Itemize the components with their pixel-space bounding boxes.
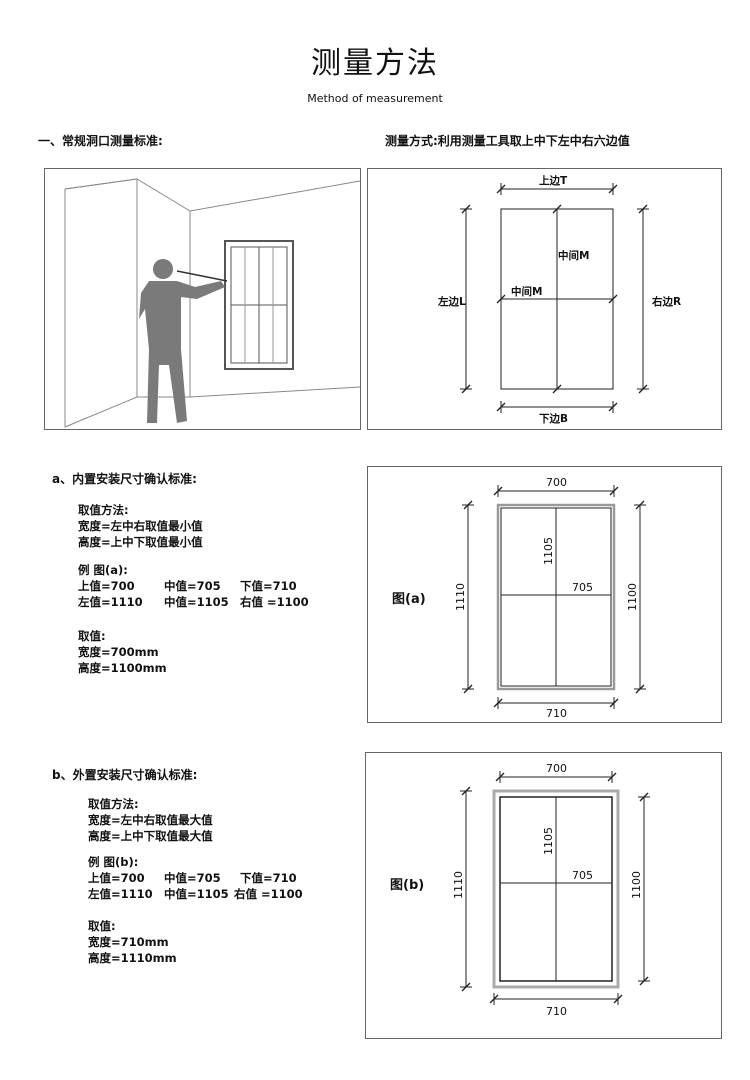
example-cell: 下值=710 — [240, 579, 297, 593]
six-side-diagram-panel: 上边T 下边B 左边L 右边R 中间M 中间M — [367, 168, 722, 430]
section-a-heading: a、内置安装尺寸确认标准: — [52, 472, 197, 486]
dim-middle-vertical: 1105 — [542, 537, 555, 565]
room-illustration — [64, 178, 361, 428]
dim-left: 1110 — [452, 871, 465, 899]
figure-a-diagram: 图(a) 700 710 705 1110 1105 1100 — [392, 476, 646, 720]
section-a-result-title: 取值: — [78, 629, 106, 643]
dim-right: 1100 — [630, 871, 643, 899]
example-cell: 右值 =1100 — [234, 887, 303, 901]
figure-b-label: 图(b) — [390, 878, 424, 893]
figure-b-panel: 图(b) 700 710 705 1110 1105 1100 — [365, 752, 722, 1039]
dim-left: 1110 — [454, 583, 467, 611]
section-a-method-line: 宽度=左中右取值最小值 — [78, 519, 203, 533]
dim-top: 700 — [546, 762, 567, 775]
section-b-text: 取值方法: 宽度=左中右取值最大值 高度=上中下取值最大值 例 图(b): 上值… — [88, 796, 303, 966]
example-cell: 上值=700 — [88, 871, 145, 885]
example-cell: 中值=1105 — [164, 887, 229, 901]
example-cell: 中值=1105 — [164, 595, 229, 609]
section-a-method-line: 高度=上中下取值最小值 — [78, 535, 203, 549]
room-illustration-panel — [44, 168, 361, 430]
dim-middle-horizontal: 705 — [572, 581, 593, 594]
label-top: 上边T — [539, 174, 568, 187]
example-cell: 左值=1110 — [88, 887, 153, 901]
person-silhouette — [139, 259, 225, 423]
section-b-example-title: 例 图(b): — [88, 855, 139, 869]
section-b-method-line: 宽度=左中右取值最大值 — [88, 813, 213, 827]
page-subtitle: Method of measurement — [307, 92, 443, 105]
figure-a-panel: 图(a) 700 710 705 1110 1105 1100 — [367, 466, 722, 723]
dim-bottom: 710 — [546, 1005, 567, 1018]
example-cell: 左值=1110 — [78, 595, 143, 609]
page-title: 测量方法 — [311, 46, 439, 81]
figure-a-label: 图(a) — [392, 592, 426, 607]
dim-middle-vertical: 1105 — [542, 827, 555, 855]
label-middle-vertical: 中间M — [558, 249, 589, 262]
example-cell: 中值=705 — [164, 871, 221, 885]
section-a-method-title: 取值方法: — [78, 503, 129, 517]
section-a-text: 取值方法: 宽度=左中右取值最小值 高度=上中下取值最小值 例 图(a): 上值… — [78, 502, 309, 676]
section-a-result-line: 高度=1100mm — [78, 661, 167, 675]
section1-heading: 一、常规洞口测量标准: — [38, 134, 163, 148]
dim-top: 700 — [546, 476, 567, 489]
label-bottom: 下边B — [539, 412, 568, 425]
dim-right: 1100 — [626, 583, 639, 611]
section1-method: 测量方式:利用测量工具取上中下左中右六边值 — [385, 134, 630, 148]
dim-bottom: 710 — [546, 707, 567, 720]
section-b-method-title: 取值方法: — [88, 797, 139, 811]
label-right: 右边R — [651, 295, 681, 308]
section-b-heading: b、外置安装尺寸确认标准: — [52, 768, 198, 782]
example-cell: 上值=700 — [78, 579, 135, 593]
example-cell: 下值=710 — [240, 871, 297, 885]
figure-b-diagram: 图(b) 700 710 705 1110 1105 1100 — [390, 762, 650, 1018]
label-middle-horizontal: 中间M — [511, 285, 542, 298]
section-b-result-line: 宽度=710mm — [88, 935, 169, 949]
section-b-result-title: 取值: — [88, 919, 116, 933]
section-b-method-line: 高度=上中下取值最大值 — [88, 829, 213, 843]
example-cell: 中值=705 — [164, 579, 221, 593]
example-cell: 右值 =1100 — [240, 595, 309, 609]
section-b-result-line: 高度=1110mm — [88, 951, 177, 965]
section-a-result-line: 宽度=700mm — [78, 645, 159, 659]
six-side-diagram: 上边T 下边B 左边L 右边R 中间M 中间M — [437, 174, 681, 425]
window-frame — [224, 240, 294, 370]
section-a-example-title: 例 图(a): — [78, 563, 128, 577]
label-left: 左边L — [437, 295, 466, 308]
dim-middle-horizontal: 705 — [572, 869, 593, 882]
